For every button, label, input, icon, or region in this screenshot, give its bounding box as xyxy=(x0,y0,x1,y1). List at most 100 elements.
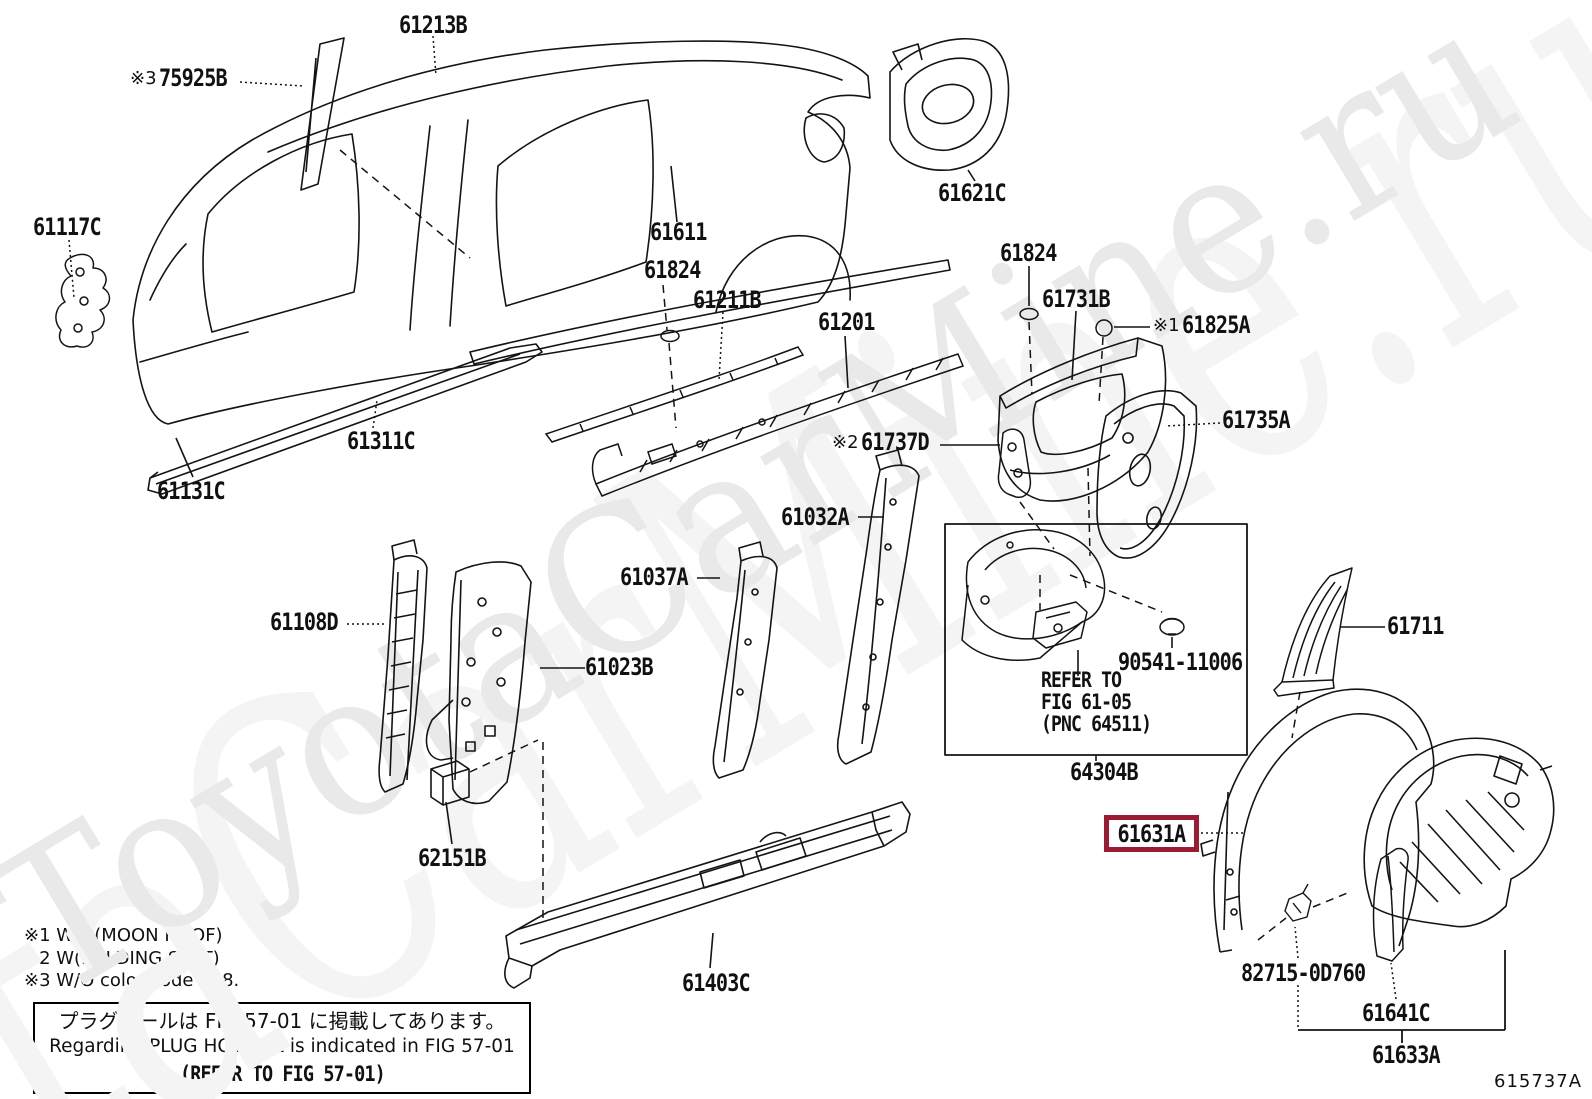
part-label-61037A[interactable]: 61037A xyxy=(620,565,701,589)
leader-lines-dotted xyxy=(68,35,1397,1029)
plug-note-japanese: プラグホールは FIG 57-01 に掲載してあります。 xyxy=(58,1009,506,1033)
note-marker: ※3 xyxy=(130,68,157,89)
footnote-2: ※2 W(FOLDING SEAT) xyxy=(24,947,220,969)
part-label-90541-11006[interactable]: 90541-11006 xyxy=(1118,650,1266,674)
part-roof-brace-bracket xyxy=(997,428,1032,498)
leader-lines-solid xyxy=(175,165,1385,969)
part-label-61737D[interactable]: ※261737D xyxy=(832,430,941,454)
refer-to-note: REFER TO FIG 61-05 (PNC 64511) xyxy=(1041,669,1169,735)
part-label-61824[interactable]: 61824 xyxy=(644,258,711,282)
part-quarter-wheelhouse-liner xyxy=(1363,737,1555,928)
refer-line-3: (PNC 64511) xyxy=(1041,712,1152,736)
plug-hole-note-box: プラグホールは FIG 57-01 に掲載してあります。 Regarding P… xyxy=(33,1002,531,1094)
part-label-61631A-highlighted[interactable]: 61631A xyxy=(1104,815,1199,852)
part-number: 61311C xyxy=(347,427,416,455)
part-quarter-pillar-reinf xyxy=(1273,567,1353,697)
part-number: 90541-11006 xyxy=(1118,648,1243,676)
footnote-3: ※3 W/O color code 218. xyxy=(24,970,240,991)
part-label-61735A[interactable]: 61735A xyxy=(1222,408,1303,432)
part-label-61117C[interactable]: 61117C xyxy=(33,215,114,239)
part-front-pillar-inner xyxy=(836,449,920,765)
part-label-61108D[interactable]: 61108D xyxy=(270,610,351,634)
part-label-61213B[interactable]: 61213B xyxy=(399,13,480,37)
part-number: 61213B xyxy=(399,11,468,39)
part-label-61825A[interactable]: ※161825A xyxy=(1153,313,1262,337)
figure-code: 615737A xyxy=(1494,1071,1583,1092)
part-quarter-inner-upper xyxy=(997,337,1167,502)
part-rocker-inner xyxy=(504,801,911,989)
part-roof-drip-rail xyxy=(544,346,805,443)
part-number: 61032A xyxy=(781,503,850,531)
part-label-62151B[interactable]: 62151B xyxy=(418,846,499,870)
part-number: 61731B xyxy=(1042,285,1111,313)
part-label-61131C[interactable]: 61131C xyxy=(157,479,238,503)
part-label-61311C[interactable]: 61311C xyxy=(347,429,428,453)
note-marker: ※2 xyxy=(832,432,859,453)
assembly-dashed-lines xyxy=(339,149,1351,941)
part-number: 61621C xyxy=(938,179,1007,207)
part-label-61621C[interactable]: 61621C xyxy=(938,181,1019,205)
part-number: 61824 xyxy=(1000,239,1057,267)
part-quarter-extension xyxy=(1372,847,1409,962)
part-quarter-sail-panel xyxy=(1096,389,1198,559)
part-number: 61737D xyxy=(860,428,930,456)
part-quarter-upper xyxy=(889,38,1010,171)
footnote-1: ※1 W/O(MOON ROOF) xyxy=(24,925,223,946)
part-label-61711[interactable]: 61711 xyxy=(1387,614,1454,638)
part-number: 61824 xyxy=(644,256,701,284)
part-number: 61403C xyxy=(682,969,751,997)
part-spacer-block xyxy=(430,760,470,806)
footnotes: ※1 W/O(MOON ROOF) ※2 W(FOLDING SEAT) ※3 … xyxy=(24,925,239,993)
part-label-61611[interactable]: 61611 xyxy=(650,220,717,244)
part-label-61023B[interactable]: 61023B xyxy=(585,655,666,679)
plug-note-english: Regarding PLUG HOLE , it is indicated in… xyxy=(49,1036,515,1057)
bracket-61633A xyxy=(1298,950,1506,1043)
part-label-61641C[interactable]: 61641C xyxy=(1362,1001,1443,1025)
part-number: 61735A xyxy=(1222,406,1291,434)
part-hinge-bracket xyxy=(55,253,111,348)
part-label-61211B[interactable]: 61211B xyxy=(693,288,774,312)
part-hinge-pillar-inner xyxy=(378,539,428,793)
grommet-shapes xyxy=(660,307,1113,343)
part-number: 64304B xyxy=(1070,758,1139,786)
part-roof-rail xyxy=(591,353,965,497)
part-label-61032A[interactable]: 61032A xyxy=(781,505,862,529)
part-number: 61201 xyxy=(818,308,875,336)
part-label-82715-0D760[interactable]: 82715-0D760 xyxy=(1241,961,1389,985)
part-wheelhouse-outer xyxy=(1200,688,1435,953)
plug-note-refer: (REFER TO FIG 57-01) xyxy=(179,1062,386,1086)
part-label-61731B[interactable]: 61731B xyxy=(1042,287,1123,311)
part-retainer-clip xyxy=(1284,883,1312,922)
part-number: 75925B xyxy=(158,64,228,92)
part-label-61824[interactable]: 61824 xyxy=(1000,241,1067,265)
refer-line-1: REFER TO xyxy=(1041,668,1122,692)
part-number: 62151B xyxy=(418,844,487,872)
part-number: 61641C xyxy=(1362,999,1431,1027)
part-label-61633A[interactable]: 61633A xyxy=(1372,1043,1453,1067)
part-label-64304B[interactable]: 64304B xyxy=(1070,760,1151,784)
part-number: 61633A xyxy=(1372,1041,1441,1069)
part-pillar-garnish xyxy=(300,37,345,191)
part-number: 61631A xyxy=(1117,819,1187,848)
part-number: 82715-0D760 xyxy=(1241,959,1366,987)
part-uniside-panel xyxy=(132,40,951,425)
note-marker: ※1 xyxy=(1153,315,1180,336)
part-number: 61117C xyxy=(33,213,102,241)
part-label-61201[interactable]: 61201 xyxy=(818,310,885,334)
part-number: 61023B xyxy=(585,653,654,681)
part-number: 61611 xyxy=(650,218,707,246)
part-number: 61131C xyxy=(157,477,226,505)
part-center-pillar-inner xyxy=(425,561,532,805)
refer-line-2: FIG 61-05 xyxy=(1041,690,1132,714)
part-label-75925B[interactable]: ※375925B xyxy=(130,66,239,90)
part-number: 61211B xyxy=(693,286,762,314)
part-label-61403C[interactable]: 61403C xyxy=(682,971,763,995)
part-rocker-outer xyxy=(147,343,543,495)
part-number: 61037A xyxy=(620,563,689,591)
part-center-pillar-reinf xyxy=(712,541,778,779)
part-number: 61825A xyxy=(1181,311,1251,339)
part-number: 61711 xyxy=(1387,612,1444,640)
